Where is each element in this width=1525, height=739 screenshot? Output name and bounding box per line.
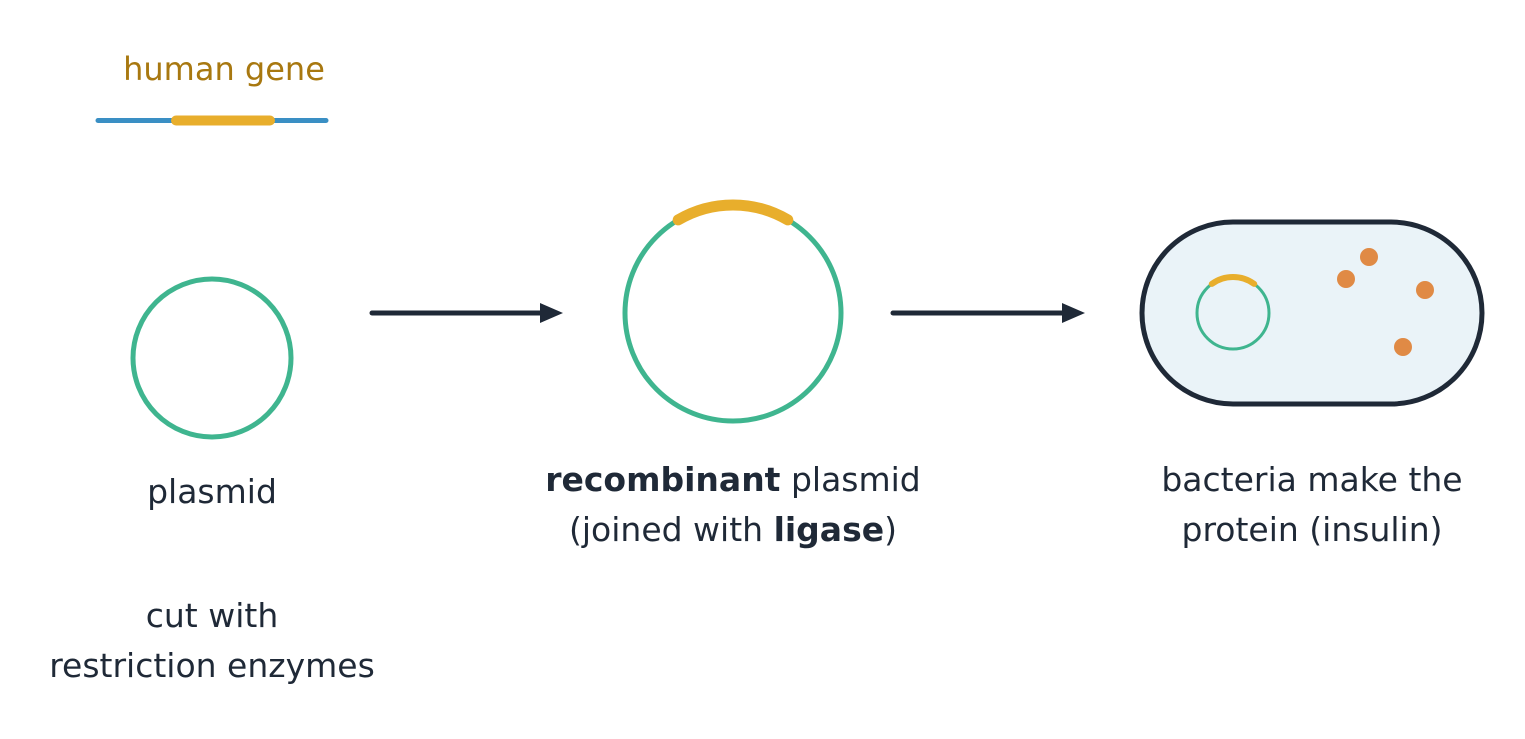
bacteria-label: bacteria make the protein (insulin) xyxy=(1062,455,1525,555)
cut-instruction-label: cut with restriction enzymes xyxy=(12,591,412,691)
plasmid-label: plasmid xyxy=(147,472,277,511)
arrow-1-head xyxy=(540,303,563,323)
bacteria-line-2: protein (insulin) xyxy=(1181,510,1443,549)
protein-dot xyxy=(1394,338,1412,356)
bacteria-line-1: bacteria make the xyxy=(1161,460,1463,499)
human-gene-label: human gene xyxy=(123,50,325,88)
cell-body xyxy=(1139,219,1485,407)
joined-open: (joined with xyxy=(569,510,774,549)
plasmid-circle xyxy=(130,276,294,440)
recombinant-rest: plasmid xyxy=(780,460,921,499)
ligase-term: ligase xyxy=(773,510,885,549)
arrow-2 xyxy=(890,303,1085,323)
recombinant-plasmid xyxy=(622,199,844,424)
recombinant-term: recombinant xyxy=(545,460,781,499)
bacterium-cell xyxy=(1139,219,1485,407)
recombinant-plasmid-label: recombinant plasmid (joined with ligase) xyxy=(483,455,983,555)
arrow-2-head xyxy=(1062,303,1085,323)
recombinant-line-2: (joined with ligase) xyxy=(483,505,983,555)
arrow-1 xyxy=(369,303,563,323)
recombinant-line-1: recombinant plasmid xyxy=(483,455,983,505)
cut-line-2: restriction enzymes xyxy=(49,646,375,685)
recombinant-plasmid-circle xyxy=(622,202,844,424)
joined-close: ) xyxy=(884,510,897,549)
inserted-gene-arc xyxy=(672,199,794,226)
protein-dot xyxy=(1360,248,1378,266)
protein-dot xyxy=(1416,281,1434,299)
cut-line-1: cut with xyxy=(145,596,279,635)
protein-dot xyxy=(1337,270,1355,288)
cell-plasmid-gene-arc xyxy=(1208,274,1258,287)
